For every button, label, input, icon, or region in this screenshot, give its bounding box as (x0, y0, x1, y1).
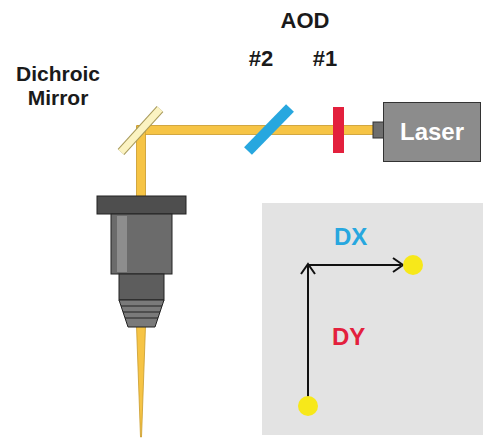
laser-box: Laser (383, 102, 481, 162)
dichroic-mirror (121, 109, 160, 152)
spot-end (403, 255, 423, 275)
focused-beam (137, 326, 146, 437)
dichroic-mirror (121, 109, 160, 152)
dx-arrow (307, 264, 401, 266)
objective-body (111, 214, 172, 274)
part-label: AOD (265, 8, 345, 33)
objective-tip (119, 300, 164, 327)
objective-nose (119, 274, 164, 300)
objective-flange (97, 196, 186, 214)
part-label: Dichroic Mirror (4, 62, 112, 110)
tip-ridge (121, 306, 162, 307)
tip-ridge (123, 312, 160, 313)
part-label: #1 (300, 46, 350, 71)
aod-crystal (333, 107, 344, 153)
axis-label: DX (334, 223, 367, 251)
laser-label: Laser (400, 118, 464, 146)
part-label: #2 (236, 46, 286, 71)
objective-highlight (117, 216, 127, 272)
spot-start (298, 396, 318, 416)
dy-arrow (307, 266, 309, 404)
axis-label: DY (332, 323, 365, 351)
tip-ridge (125, 318, 158, 319)
scan-panel (262, 203, 483, 435)
aod-crystal (248, 108, 290, 151)
scan-panel-box: DX DY (262, 203, 483, 435)
dx-arrowhead (393, 258, 403, 272)
